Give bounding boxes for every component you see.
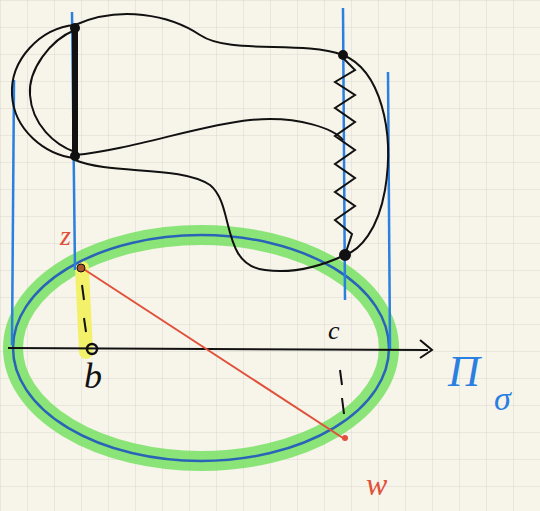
space-label: Π [448,350,480,394]
dash [82,285,84,300]
curve [12,14,388,271]
point-label: c [328,318,340,344]
dash [340,370,342,385]
point-w [342,435,348,441]
point-label: b [84,358,102,394]
axis [8,348,428,350]
chord [82,268,346,440]
point-label: z [60,222,71,250]
axis-arrow [420,340,432,358]
fiber-lines [12,8,390,350]
point-z [77,264,85,272]
highlight-segment [82,268,86,352]
point-b [87,344,97,354]
dash [342,398,344,414]
space-subscript: σ [494,382,511,416]
point-label: w [366,468,387,500]
dash [84,318,86,332]
